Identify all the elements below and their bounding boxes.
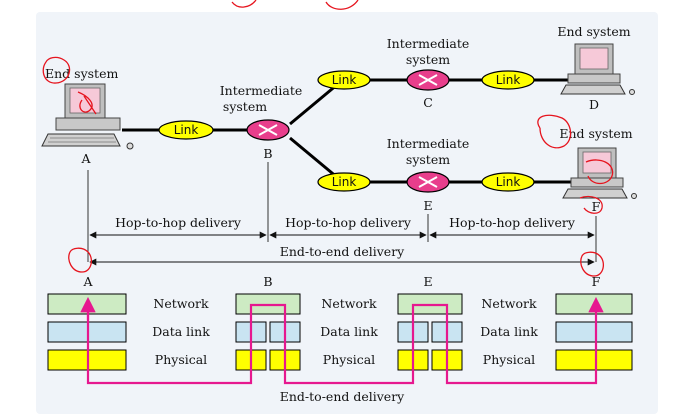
hop-label-1: Hop-to-hop delivery xyxy=(115,215,242,230)
wire-b-c xyxy=(289,82,339,126)
node-a-letter: A xyxy=(80,151,91,166)
annotation-circle-a-arrow xyxy=(68,247,93,273)
link-b-e: Link xyxy=(317,172,371,192)
layer-network-label-2: Network xyxy=(321,296,377,311)
layer-physical-label-1: Physical xyxy=(155,352,207,367)
annotation-circle-f-title xyxy=(537,114,572,149)
layer-datalink-label-2: Data link xyxy=(320,324,378,339)
node-b-letter: B xyxy=(263,146,272,161)
layer-network-label-3: Network xyxy=(481,296,537,311)
red-annotation-marks xyxy=(42,0,614,277)
link-b-c: Link xyxy=(317,70,371,90)
node-f-title: End system xyxy=(559,126,632,141)
layer-network-label-1: Network xyxy=(153,296,209,311)
stack-f-network xyxy=(555,293,633,315)
router-e-icon xyxy=(406,171,450,193)
link-e-f: Link xyxy=(481,172,535,192)
end-to-end-label-top: End-to-end delivery xyxy=(280,244,405,259)
layer-heading-f: F xyxy=(592,274,601,289)
delivery-guides xyxy=(87,162,597,262)
layer-physical-label-2: Physical xyxy=(323,352,375,367)
link-b-e-label: Link xyxy=(332,175,357,189)
node-b-title-line2: system xyxy=(223,99,267,114)
node-c-title-line2: system xyxy=(406,52,450,67)
node-d-title: End system xyxy=(557,24,630,39)
layer-physical-label-3: Physical xyxy=(483,352,535,367)
node-a-title: End system xyxy=(45,66,118,81)
stack-f-physical xyxy=(555,349,633,371)
wire-b-e xyxy=(289,136,339,180)
stack-f xyxy=(555,293,633,371)
stack-f-datalink xyxy=(555,321,633,343)
link-e-f-label: Link xyxy=(496,175,521,189)
node-e-title-line2: system xyxy=(406,152,450,167)
annotation-scribble-a xyxy=(77,91,97,115)
layer-heading-b: B xyxy=(263,274,272,289)
computer-a-icon xyxy=(41,83,134,150)
link-c-d: Link xyxy=(481,70,535,90)
link-a-b-label: Link xyxy=(174,123,199,137)
link-a-b: Link xyxy=(158,120,214,140)
annotation-scribble-f xyxy=(579,159,614,214)
node-c-letter: C xyxy=(423,95,433,110)
node-f-letter: F xyxy=(592,199,601,214)
layer-datalink-label-1: Data link xyxy=(152,324,210,339)
link-b-c-label: Link xyxy=(332,73,357,87)
computer-f-icon xyxy=(562,147,637,199)
node-e-title-line1: Intermediate xyxy=(387,136,470,151)
annotation-top-arc-2 xyxy=(325,0,359,10)
node-d-letter: D xyxy=(589,97,599,112)
router-b-icon xyxy=(246,119,290,141)
hop-label-2: Hop-to-hop delivery xyxy=(285,215,412,230)
node-e-letter: E xyxy=(423,198,432,213)
computer-d-icon xyxy=(560,43,635,95)
annotation-top-arc-1 xyxy=(231,0,257,8)
layer-datalink-label-3: Data link xyxy=(480,324,538,339)
annotation-circle-f-arrow xyxy=(580,251,605,277)
node-b-title-line1: Intermediate xyxy=(220,83,303,98)
router-c-icon xyxy=(406,69,450,91)
layer-heading-a: A xyxy=(82,274,93,289)
end-to-end-path xyxy=(86,296,604,385)
node-c-title-line1: Intermediate xyxy=(387,36,470,51)
hop-label-3: Hop-to-hop delivery xyxy=(449,215,576,230)
end-to-end-label-bottom: End-to-end delivery xyxy=(280,389,405,404)
annotation-circle-a-title xyxy=(42,56,71,84)
layer-heading-e: E xyxy=(423,274,432,289)
link-c-d-label: Link xyxy=(496,73,521,87)
